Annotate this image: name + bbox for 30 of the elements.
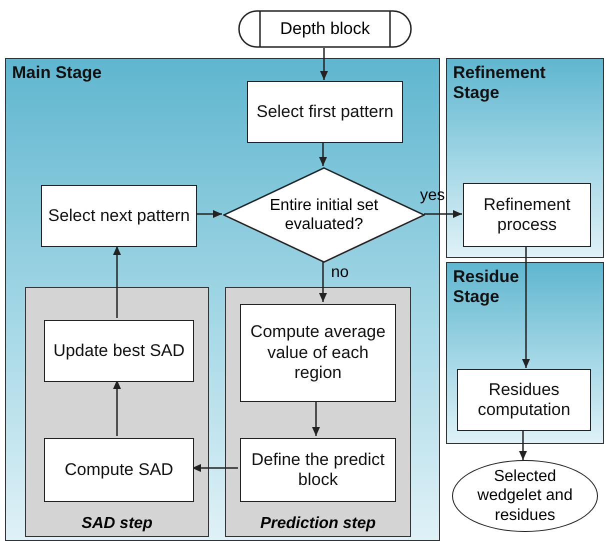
process-box: Define the predict block [240,438,396,502]
arrow [319,142,327,166]
arrow [192,464,238,472]
step-panel [225,287,411,537]
arrow [113,380,121,436]
panel-title: Main Stage [12,63,102,84]
edge-label: no [331,264,349,282]
stage-panel [446,262,604,444]
process-box: Update best SAD [44,320,194,382]
arrow [196,210,222,218]
arrow [320,48,328,80]
process-box: Residues computation [457,369,591,431]
arrow [312,400,320,436]
arrow [424,210,462,218]
process-box: Compute SAD [44,438,194,502]
panel-title: Residue Stage [453,267,520,308]
panel-title: SAD step [80,515,154,533]
arrow [522,246,530,368]
arrow [319,262,327,302]
process-box: Select next pattern [41,185,197,247]
process-box: Select first pattern [247,81,403,143]
panel-title: Prediction step [259,515,377,533]
step-panel [25,287,209,537]
stage-panel [446,58,604,258]
process-box: Compute average value of each region [240,304,396,402]
panel-title: Refinement Stage [453,63,547,104]
arrow [113,246,121,318]
process-box: Refinement process [463,183,591,247]
arrow [519,430,527,460]
end-ellipse: Selected wedgelet and residues [452,460,598,532]
